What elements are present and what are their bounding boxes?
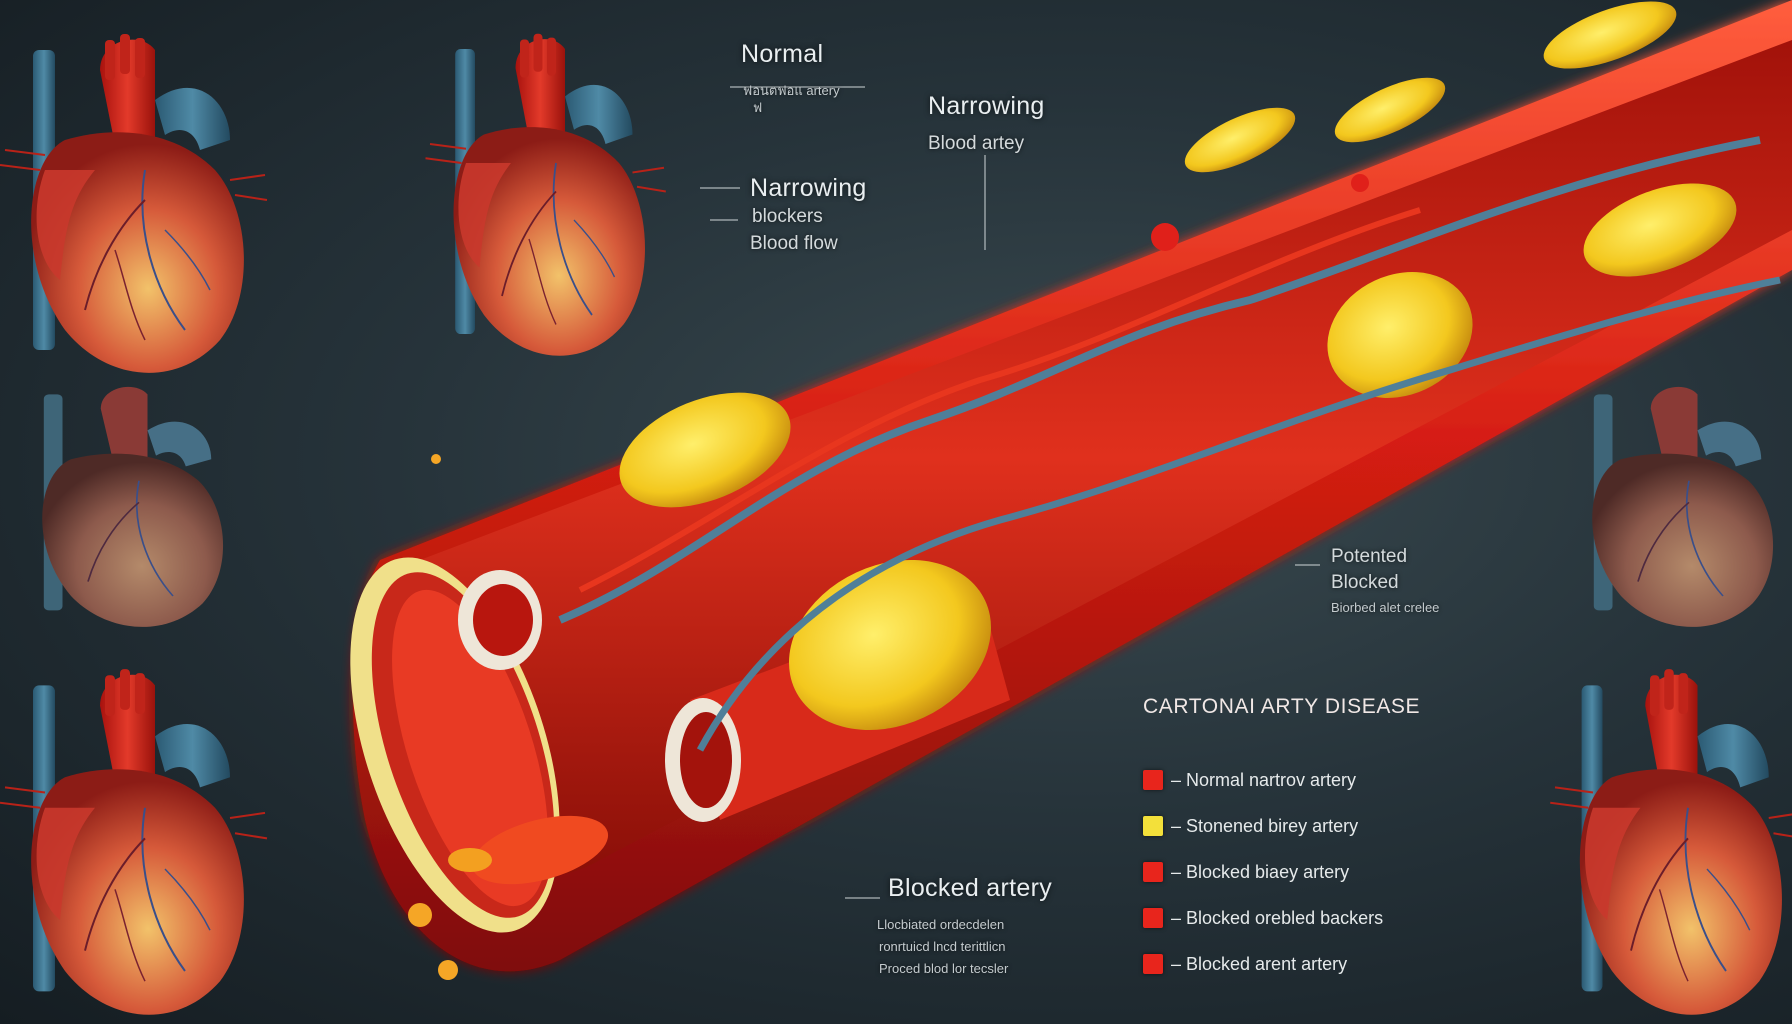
label-normal-title: Normal — [741, 40, 824, 68]
label-blocked-caption-3: Proced blod lor tecsler — [879, 961, 1009, 976]
label-blocked-caption-2: ronrtuicd lncd terittlicn — [879, 939, 1006, 954]
label-narrowing-left-line3: Blood flow — [750, 233, 838, 254]
legend-item: – Blocked arent artery — [1143, 941, 1483, 987]
heart-icon — [1549, 668, 1792, 1016]
legend-item: – Blocked orebled backers — [1143, 895, 1483, 941]
label-narrowing-left-line2: blockers — [752, 206, 823, 227]
label-normal-sub: ฟอนตฟอแ artery — [743, 83, 840, 98]
heart-icon — [424, 32, 667, 357]
legend-item-label: – Blocked biaey artery — [1171, 861, 1350, 882]
legend-item-label: – Normal nartrov artery — [1171, 769, 1357, 790]
heart-icon — [41, 386, 224, 628]
label-normal-tiny: ฟ — [753, 100, 763, 115]
legend-title: CARTONAI ARTY DISEASE — [1143, 695, 1421, 718]
legend-item-label: – Blocked orebled backers — [1171, 907, 1384, 928]
plaque-icon — [619, 1, 1737, 731]
heart-icon — [0, 668, 269, 1016]
legend-swatch — [1143, 816, 1163, 836]
heart-icon — [0, 33, 268, 374]
label-right-line2: Blocked — [1331, 572, 1399, 593]
legend-item-label: – Stonened birey artery — [1171, 815, 1359, 836]
label-blocked-caption-1: Llocbiated ordecdelen — [877, 917, 1005, 932]
legend-item: – Blocked biaey artery — [1143, 849, 1483, 895]
legend-item-label: – Blocked arent artery — [1171, 953, 1348, 974]
legend-item: – Normal nartrov artery — [1143, 757, 1483, 803]
legend: CARTONAI ARTY DISEASE – Normal nartrov a… — [1143, 695, 1483, 987]
legend-swatch — [1143, 862, 1163, 882]
label-right-line3: Biorbed alet crelee — [1331, 600, 1440, 615]
legend-item: – Stonened birey artery — [1143, 803, 1483, 849]
label-narrowing-left-title: Narrowing — [750, 174, 867, 202]
label-right-line1: Potented — [1331, 546, 1408, 567]
artery-cross-section — [350, 0, 1792, 980]
label-narrowing-top-sub: Blood artey — [928, 133, 1025, 154]
legend-swatch — [1143, 908, 1163, 928]
label-narrowing-top-title: Narrowing — [928, 92, 1045, 120]
label-blocked-artery: Blocked artery — [888, 874, 1052, 902]
legend-swatch — [1143, 770, 1163, 790]
legend-swatch — [1143, 954, 1163, 974]
heart-icon — [1591, 386, 1774, 628]
